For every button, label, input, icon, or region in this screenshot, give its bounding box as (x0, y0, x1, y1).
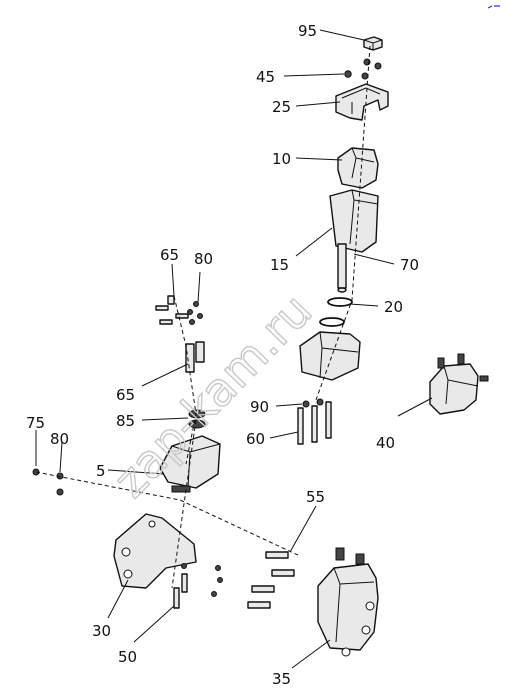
callout-35: 35 (272, 670, 291, 688)
callout-55: 55 (306, 488, 325, 506)
callout-65-lower: 65 (116, 386, 135, 404)
washer-90-part (302, 398, 324, 408)
callout-80-upper: 80 (194, 250, 213, 268)
nut-45-part (344, 58, 382, 80)
callout-80-lower: 80 (50, 430, 69, 448)
cushion-10-part (337, 147, 379, 189)
callout-25: 25 (272, 98, 291, 116)
bolt-50-part (173, 563, 188, 609)
assembly-35-part (317, 547, 379, 657)
nut-95-part (363, 36, 383, 51)
corner-mark (487, 5, 500, 9)
bracket-25-part (335, 83, 389, 121)
bolt-70-part (337, 243, 347, 293)
callout-60: 60 (246, 430, 265, 448)
callout-85: 85 (116, 412, 135, 430)
washer-20-part (319, 297, 353, 327)
callout-10: 10 (272, 150, 291, 168)
callout-15: 15 (270, 256, 289, 274)
callout-20: 20 (384, 298, 403, 316)
callout-30: 30 (92, 622, 111, 640)
assembly-lines (35, 45, 371, 589)
callout-75: 75 (26, 414, 45, 432)
bush-85-part (188, 409, 206, 429)
housing-15-part (329, 189, 379, 253)
callout-5: 5 (96, 462, 106, 480)
leader-lines (35, 29, 433, 669)
nut-set-80-part (187, 301, 203, 325)
callout-65-upper: 65 (160, 246, 179, 264)
callout-45: 45 (256, 68, 275, 86)
callout-95: 95 (298, 22, 317, 40)
bolt-60-part (297, 401, 332, 445)
bracket-30-part (113, 513, 197, 589)
stud-65-part (185, 341, 205, 373)
nut-80-part (56, 472, 64, 496)
callout-50: 50 (118, 648, 137, 666)
bolt-55-part (211, 551, 295, 609)
assembly-40-part (429, 353, 489, 415)
lower-mount-block-part (299, 331, 361, 381)
callout-40: 40 (376, 434, 395, 452)
callout-90: 90 (250, 398, 269, 416)
callout-70: 70 (400, 256, 419, 274)
bolt-set-65-part (155, 295, 189, 325)
